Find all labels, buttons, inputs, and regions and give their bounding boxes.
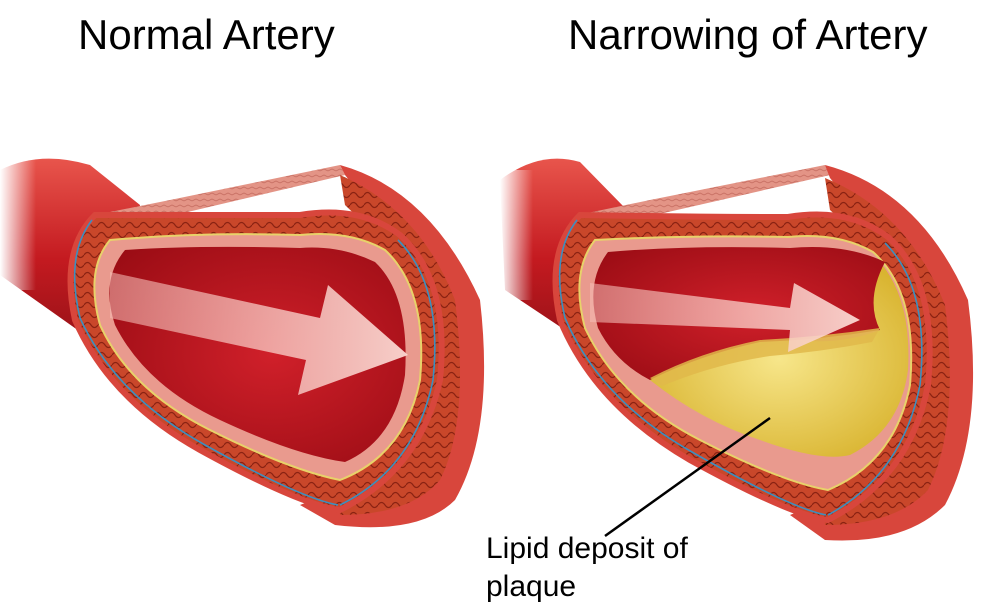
plaque-label-line2: plaque: [486, 570, 577, 603]
plaque-deposit: [650, 262, 909, 457]
plaque-leader-line: [604, 416, 771, 538]
plaque-surface: [650, 328, 880, 386]
normal-flow-arrow: [110, 272, 408, 395]
plaque-label: Lipid deposit of plaque: [486, 530, 688, 606]
normal-artery-title: Normal Artery: [78, 11, 335, 58]
narrowed-artery-title: Narrowing of Artery: [568, 11, 928, 58]
narrowed-artery-muscle-layer: [823, 178, 950, 525]
narrowed-artery-drawing: [500, 158, 974, 541]
narrowed-flow-arrow: [590, 283, 860, 352]
plaque-label-line1: Lipid deposit of: [486, 532, 688, 565]
normal-artery-muscle-layer: [338, 175, 460, 515]
normal-artery-drawing: [0, 158, 485, 528]
